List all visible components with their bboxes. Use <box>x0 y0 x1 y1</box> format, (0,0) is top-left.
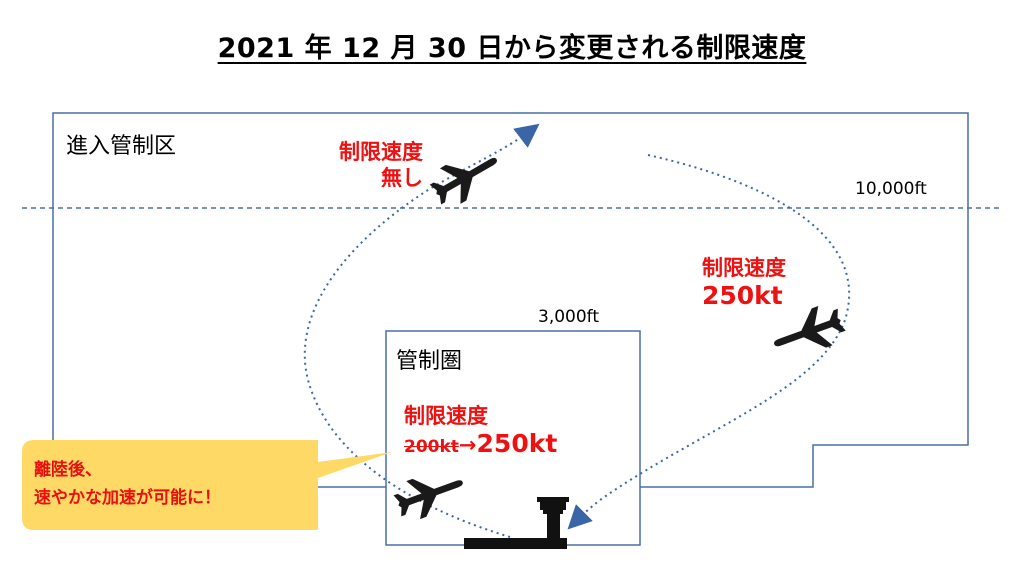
callout-line-1: 離陸後、 <box>34 460 102 480</box>
approach-control-label: 進入管制区 <box>66 134 177 159</box>
callout-text: 離陸後、 速やかな加速が可能に！ <box>34 456 221 512</box>
speed-label-right-value: 250kt <box>702 281 783 310</box>
altitude-3000ft-label: 3,000ft <box>538 307 600 327</box>
control-tower-icon <box>537 497 569 538</box>
control-zone-label: 管制圏 <box>396 349 463 374</box>
old-speed-value: 200kt <box>404 437 459 457</box>
altitude-10000ft-label: 10,000ft <box>855 179 927 199</box>
speed-label-inner: 制限速度 200kt→250kt <box>404 403 557 459</box>
runway-icon <box>464 538 567 549</box>
callout-bubble <box>22 440 392 530</box>
speed-label-inner-title: 制限速度 <box>404 404 488 428</box>
speed-label-upper-value: 無し <box>381 166 423 190</box>
speed-label-upper-title: 制限速度 <box>339 140 423 164</box>
speed-label-right: 制限速度 250kt <box>702 255 786 311</box>
page-title: 2021 年 12 月 30 日から変更される制限速度 <box>217 33 807 64</box>
speed-label-right-title: 制限速度 <box>702 256 786 280</box>
new-speed-value: 250kt <box>476 429 558 458</box>
callout-line-2: 速やかな加速が可能に！ <box>34 488 221 508</box>
speed-label-upper: 制限速度 無し <box>313 139 423 191</box>
change-arrow: → <box>458 433 477 457</box>
